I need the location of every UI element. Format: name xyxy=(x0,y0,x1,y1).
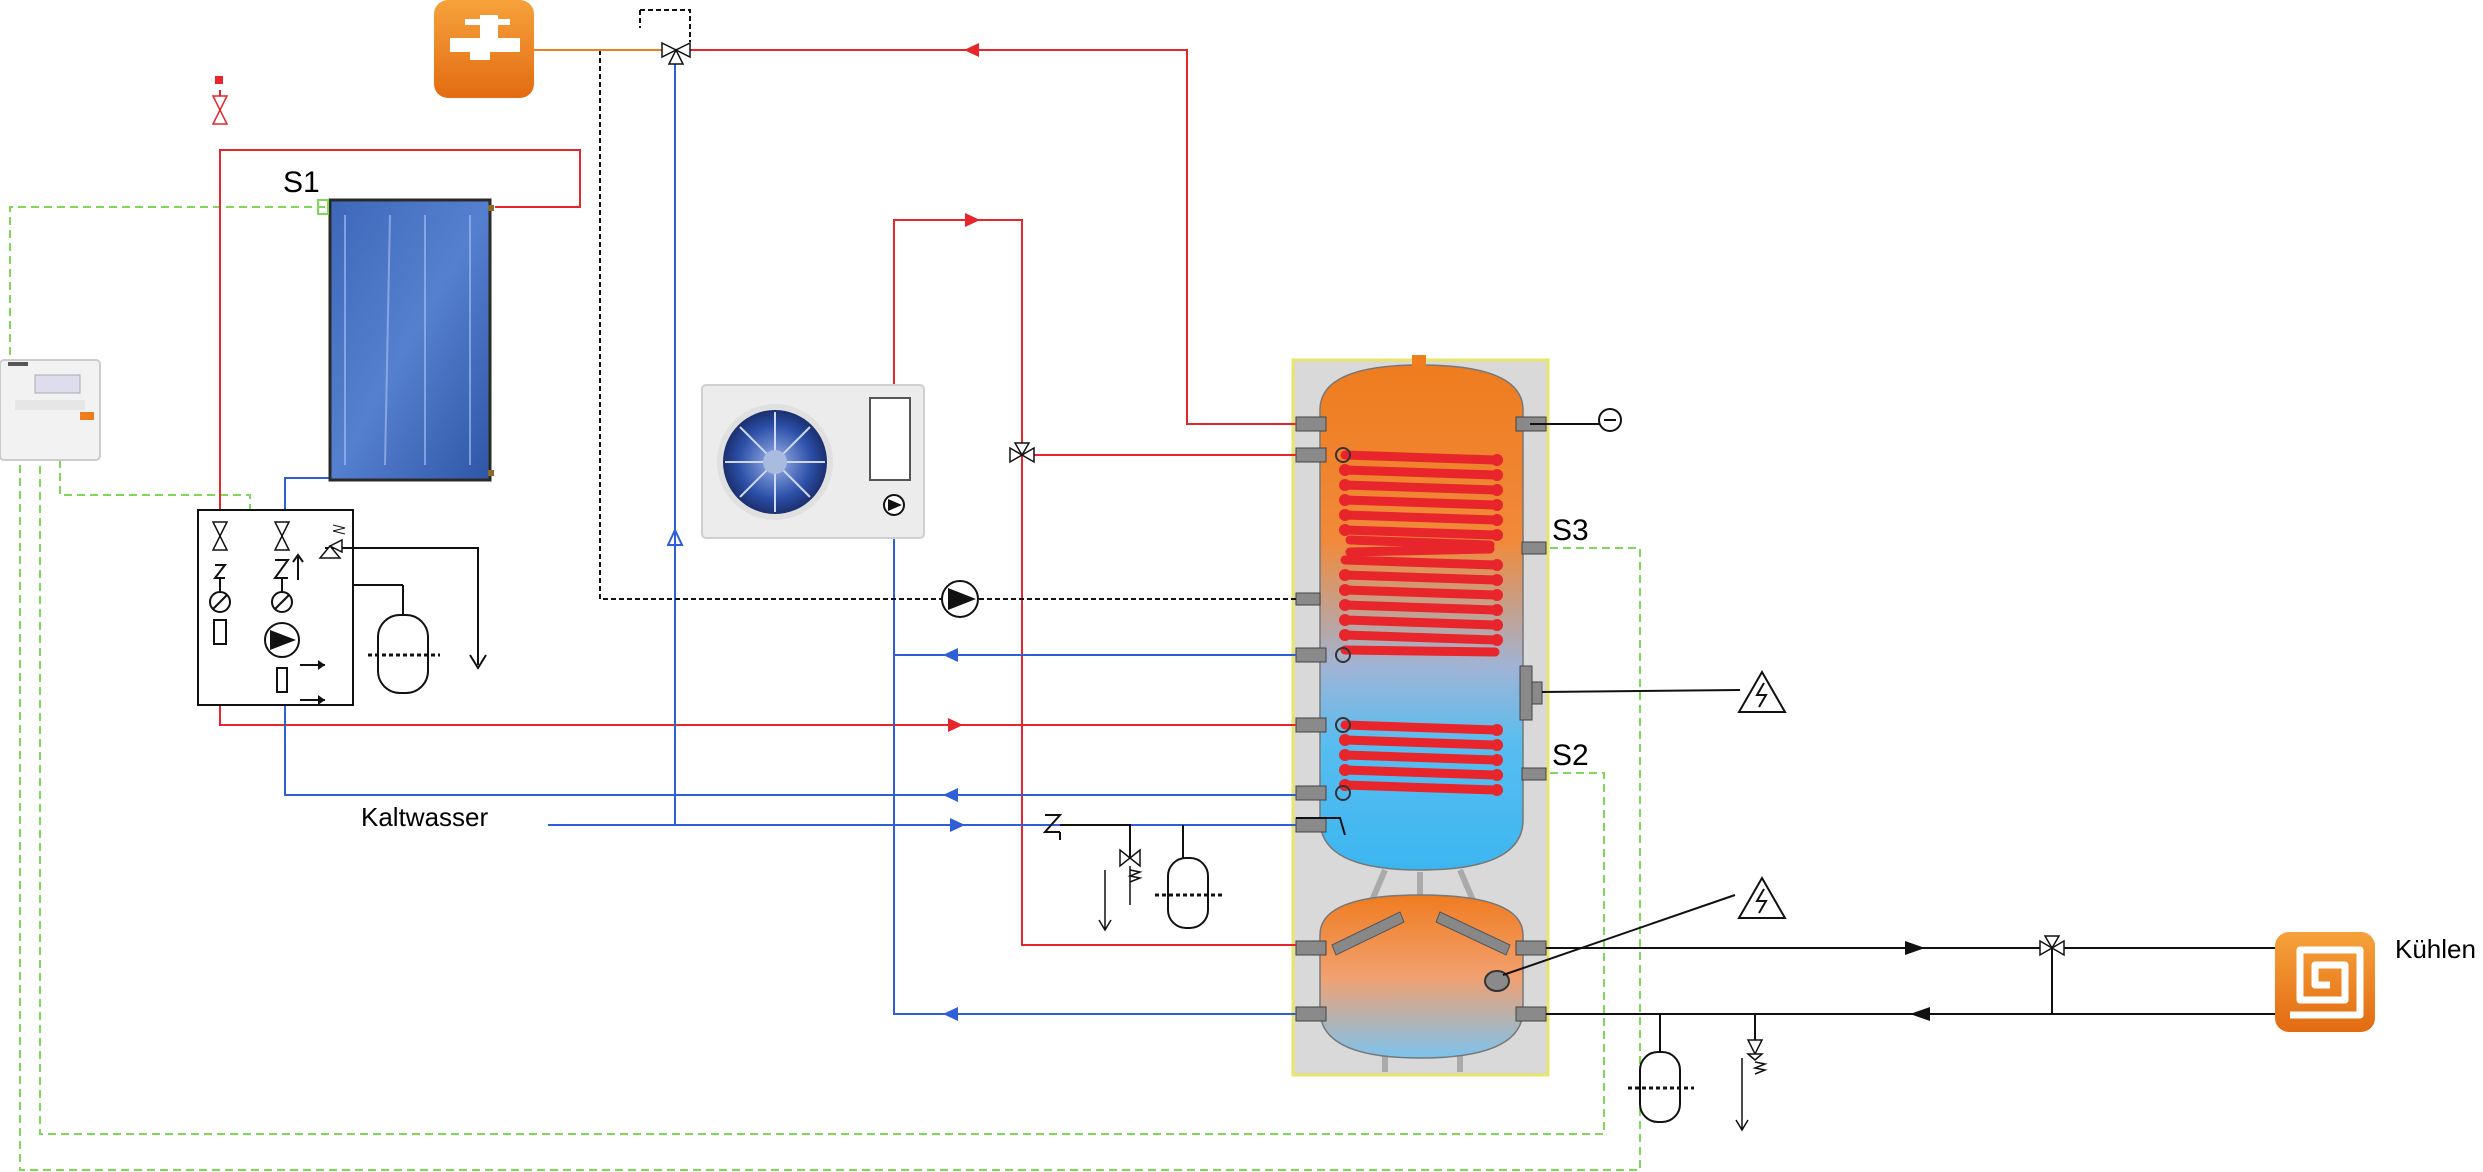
black-lines xyxy=(599,9,2275,1052)
cooling-expansion-vessel-icon xyxy=(1628,1051,1694,1123)
circulation-line xyxy=(599,50,1296,600)
cooling-label: Kühlen xyxy=(2395,934,2476,964)
cooling-icon xyxy=(2275,932,2375,1032)
heater-line-upper xyxy=(1541,689,1741,693)
cooling-valve-icon xyxy=(2039,935,2065,957)
cold-water-label: Kaltwasser xyxy=(361,802,488,832)
valve-icon xyxy=(1009,442,1035,464)
expansion-vessel-icon xyxy=(353,584,440,694)
controller-icon xyxy=(0,359,101,461)
sensor-s1-mark xyxy=(317,199,329,215)
thermometer-icon xyxy=(1598,408,1622,432)
sensor-s1-label: S1 xyxy=(283,166,320,199)
cooling-safety-valve-icon xyxy=(1735,1039,1768,1132)
tank-top-fitting xyxy=(1412,355,1426,369)
heater-flange xyxy=(1519,665,1533,721)
electric-heater-icon xyxy=(1737,669,1787,713)
solar-pump-station xyxy=(197,509,354,706)
check-valve-icon xyxy=(1042,814,1063,840)
upper-heat-coil xyxy=(1340,450,1500,657)
hot-solar-line xyxy=(219,149,581,510)
signal-line-pump xyxy=(59,460,262,641)
three-way-valve-icon xyxy=(661,41,691,65)
tank-ports xyxy=(1295,416,1547,1022)
sensor-s3-label: S3 xyxy=(1552,514,1589,547)
expansion-vessel-dhw-icon xyxy=(1155,857,1222,929)
heater-line-lower xyxy=(1502,894,1736,976)
vent-valve-icon xyxy=(211,76,229,125)
hot-hp-loop xyxy=(893,219,1296,456)
heat-pump-icon xyxy=(701,384,925,539)
hot-dhw-line xyxy=(690,49,1296,425)
pump-icon xyxy=(264,622,300,658)
circulation-pump-icon xyxy=(941,580,979,618)
cold-arrows xyxy=(666,527,965,1021)
sensor-s2-label: S2 xyxy=(1552,739,1589,772)
lower-heat-coil xyxy=(1340,720,1500,795)
electric-heater-lower-icon xyxy=(1737,875,1787,919)
lower-heater xyxy=(1484,970,1510,992)
signal-line-s1 xyxy=(9,206,325,362)
safety-valve-icon xyxy=(1098,848,1143,932)
signal-line-s3 xyxy=(19,460,1641,1171)
hot-arrows xyxy=(948,43,980,732)
storage-tank xyxy=(1291,355,1550,1077)
tap-icon xyxy=(434,0,675,98)
signal-line-s2 xyxy=(39,460,1605,1135)
collector-icon xyxy=(317,198,494,482)
